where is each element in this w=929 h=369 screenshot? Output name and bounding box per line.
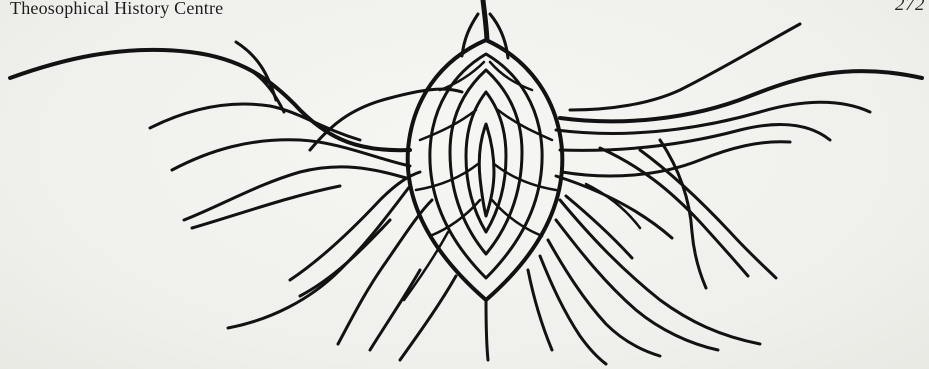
left-tendrils <box>10 42 462 228</box>
right-lower-tendrils <box>528 176 760 364</box>
right-tendrils <box>556 24 922 288</box>
left-lower-tendrils <box>228 172 456 360</box>
